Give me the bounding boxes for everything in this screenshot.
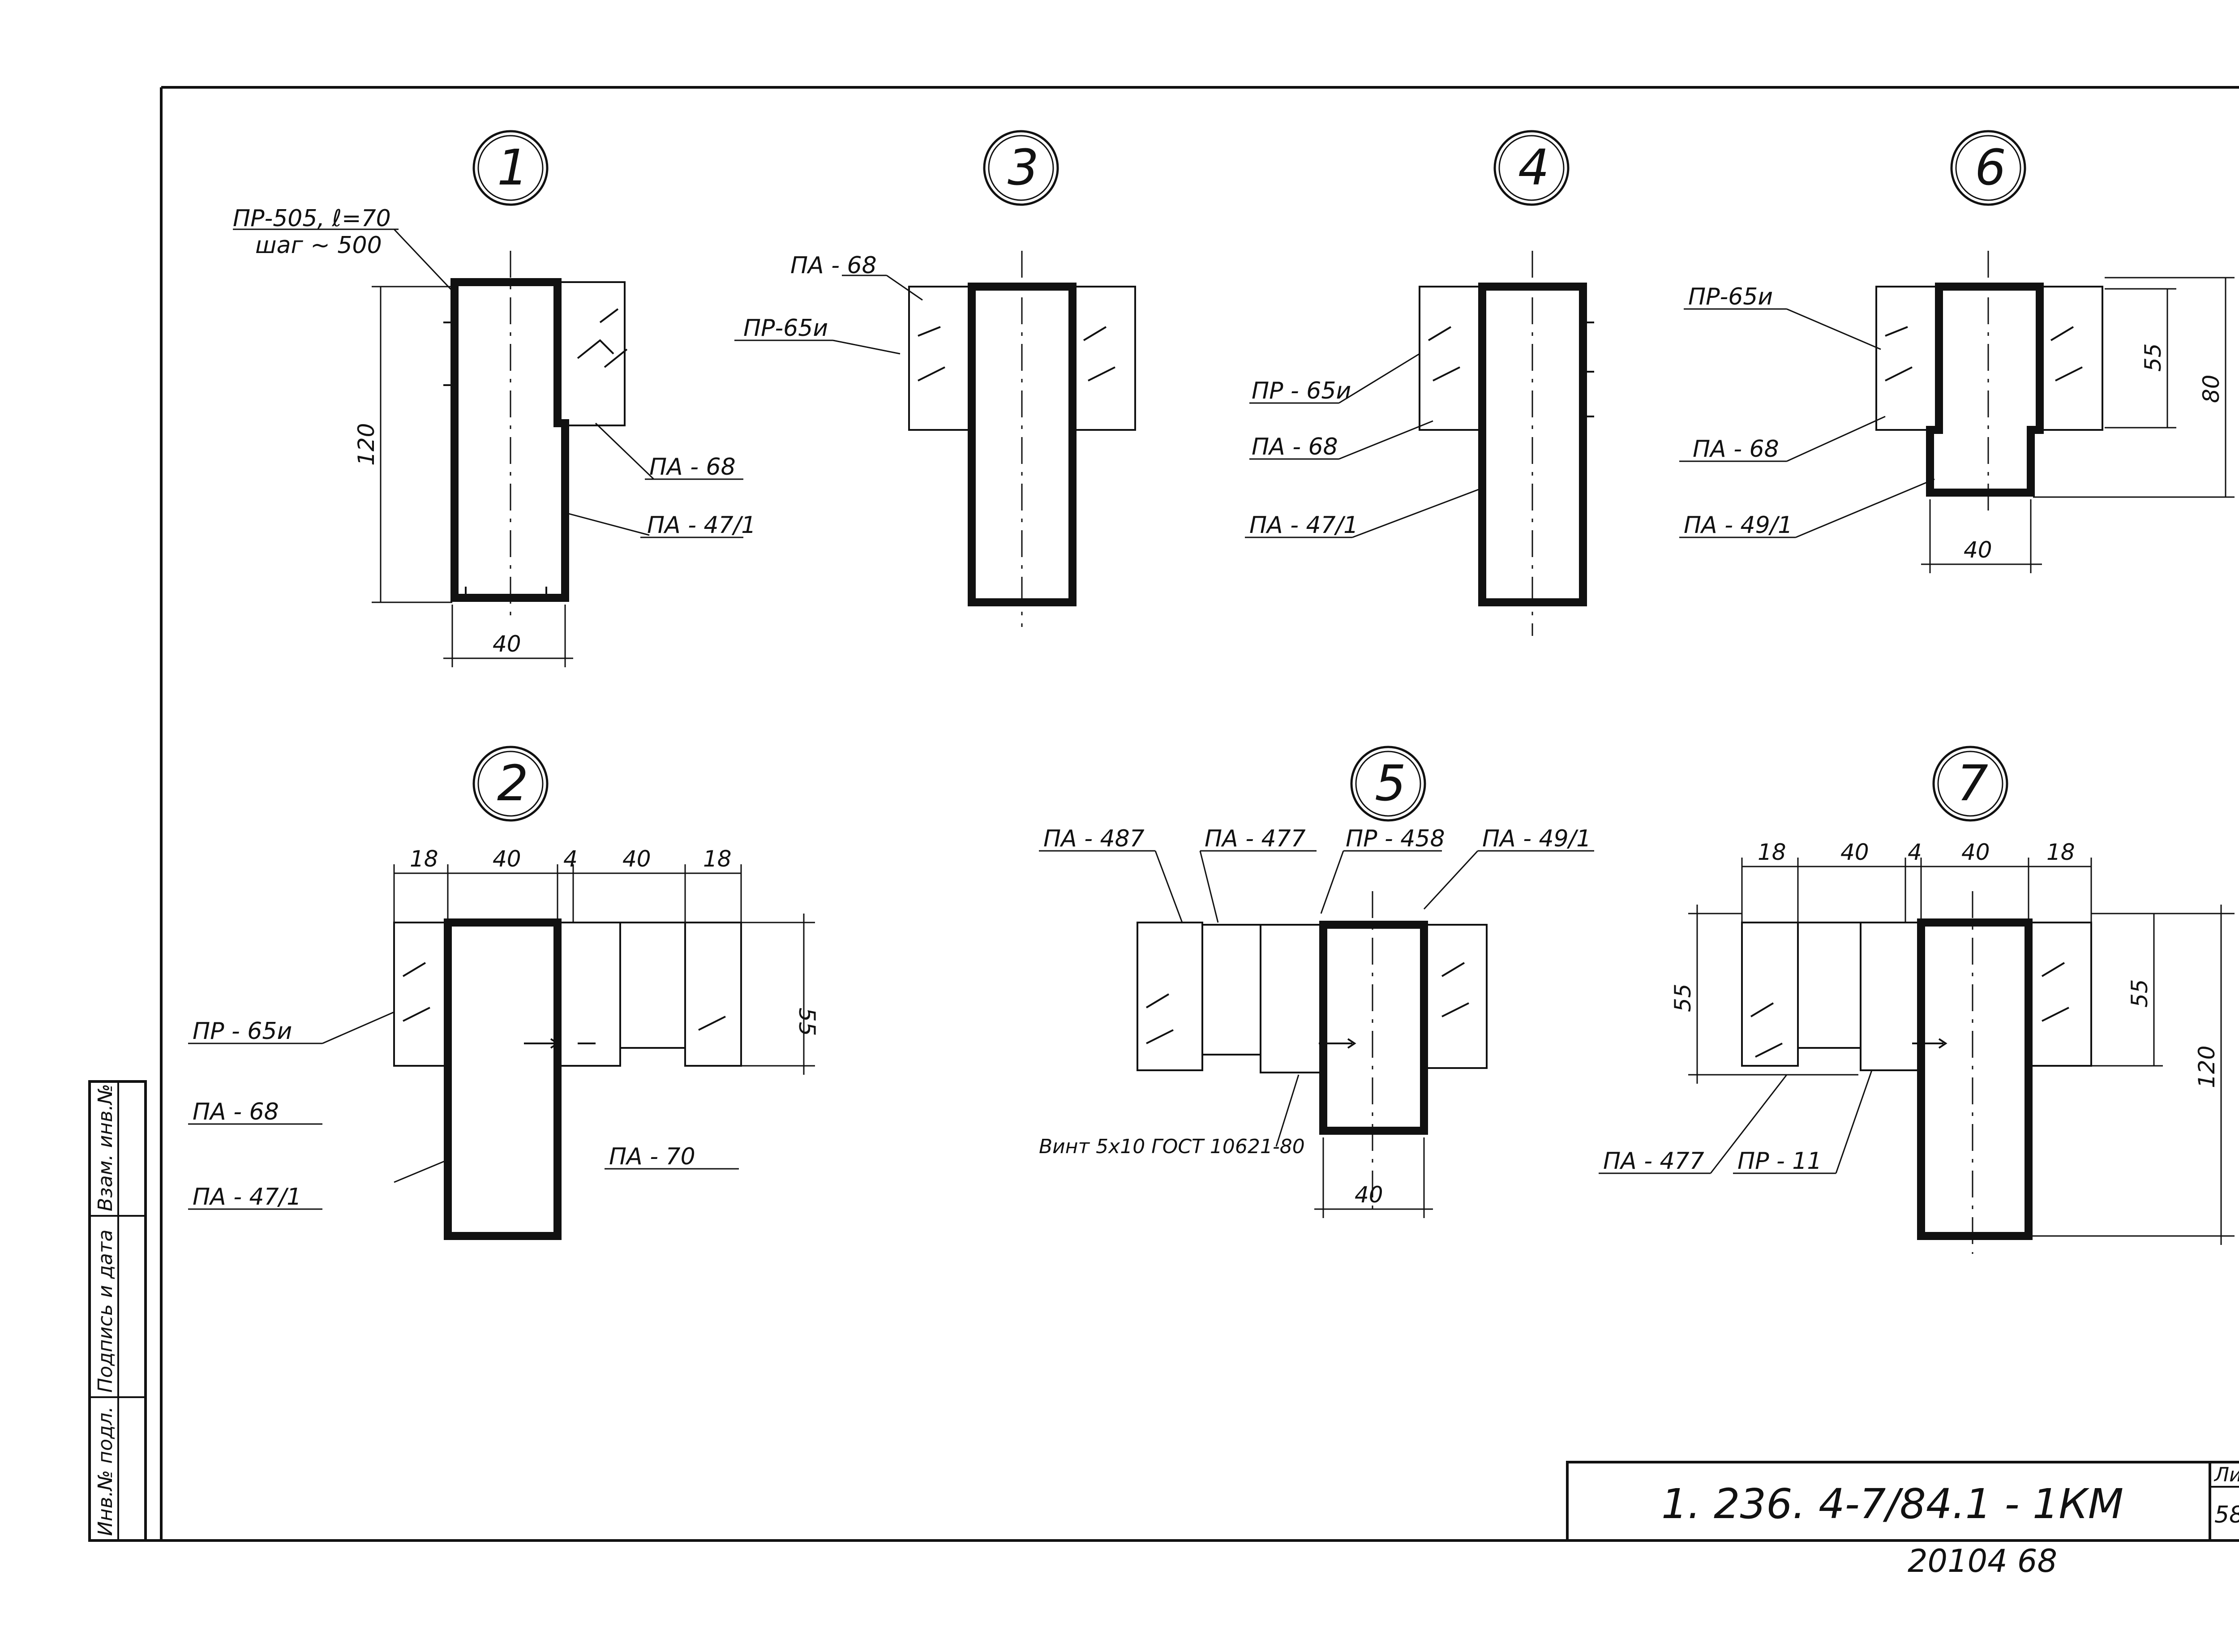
detail-2-number: 2 xyxy=(497,755,528,812)
label-pa47: ПА - 47/1 xyxy=(193,1184,301,1210)
dim-40: 40 xyxy=(493,631,521,657)
sheet-label: Лист xyxy=(2213,1463,2239,1486)
dim-55: 55 xyxy=(794,1008,820,1036)
dim-40b: 40 xyxy=(622,846,651,872)
label-pa49: ПА - 49/1 xyxy=(1684,512,1793,539)
sheet-frame xyxy=(90,86,2239,1542)
stamp-podpis: Подпись и дата xyxy=(94,1230,117,1393)
stamp-inv-podl: Инв.№ подл. xyxy=(94,1406,117,1536)
label-pa68: ПА - 68 xyxy=(1252,433,1338,460)
detail-3-number: 3 xyxy=(1008,139,1039,196)
drawing-code: 1. 236. 4-7/84.1 - 1КМ xyxy=(1661,1480,2123,1528)
detail-6-number: 6 xyxy=(1975,139,2006,196)
dim-120: 120 xyxy=(353,423,379,466)
dim-18a: 18 xyxy=(410,846,438,872)
post-profile xyxy=(1917,918,2033,1240)
dim-40a: 40 xyxy=(1840,839,1869,865)
dim-55: 55 xyxy=(2140,343,2166,372)
stamp-vzam: Взам. инв.№ xyxy=(94,1084,117,1211)
label-pr65: ПР - 65и xyxy=(193,1018,292,1045)
dim-18b: 18 xyxy=(703,846,732,872)
dim-80: 80 xyxy=(2198,374,2224,403)
detail-4: 4 ПР - 65и ПА - 68 ПА - 47/1 xyxy=(1245,130,1594,636)
dim-4: 4 xyxy=(563,846,578,872)
dim-4: 4 xyxy=(1908,839,1922,865)
post-profile xyxy=(444,918,562,1240)
label-pa487: ПА - 487 xyxy=(1043,825,1145,852)
label-pr11: ПР - 11 xyxy=(1737,1148,1822,1175)
note-step: шаг ~ 500 xyxy=(255,232,382,259)
label-pa47: ПА - 47/1 xyxy=(1249,512,1358,539)
detail-4-number: 4 xyxy=(1518,139,1549,196)
post-profile xyxy=(1926,283,2044,497)
detail-5: 5 ПА - 487 ПА - 477 ПР - 458 ПА - 49/1 В… xyxy=(1039,746,1594,1218)
dim-55-left: 55 xyxy=(1670,983,1696,1012)
label-pa70: ПА - 70 xyxy=(609,1143,695,1170)
label-pa47: ПА - 47/1 xyxy=(647,512,756,539)
note-pr505: ПР-505, ℓ=70 xyxy=(233,205,391,232)
dim-40: 40 xyxy=(1964,537,1992,563)
sheet-number: 58 xyxy=(2214,1502,2239,1528)
footer-number: 20104 68 xyxy=(1908,1543,2057,1579)
label-pr65: ПР-65и xyxy=(743,315,828,342)
label-pr65: ПР-65и xyxy=(1688,283,1773,310)
label-pa68: ПА - 68 xyxy=(193,1098,279,1125)
detail-2: 2 18 40 4 40 18 55 ПР - 65и ПА - 68 ПА -… xyxy=(188,746,820,1240)
detail-3: 3 ПА - 68 ПР-65и xyxy=(734,130,1136,627)
dim-55-right: 55 xyxy=(2127,979,2153,1008)
dim-120: 120 xyxy=(2194,1046,2220,1088)
detail-1-number: 1 xyxy=(497,139,528,196)
label-pa68: ПА - 68 xyxy=(790,252,877,279)
label-pa68: ПА - 68 xyxy=(649,454,736,481)
label-screw: Винт 5х10 ГОСТ 10621-80 xyxy=(1039,1135,1305,1158)
side-stamp: Инв.№ подл. Подпись и дата Взам. инв.№ xyxy=(88,1080,147,1542)
detail-7: 7 18 40 4 40 18 55 55 120 xyxy=(1599,746,2235,1254)
detail-6: 6 ПР-65и ПА - 68 ПА - 49/1 55 80 40 xyxy=(1679,130,2235,573)
title-block: 1. 236. 4-7/84.1 - 1КМ Лист 58 xyxy=(1566,1461,2239,1542)
dim-40: 40 xyxy=(1355,1182,1383,1208)
label-pr65: ПР - 65и xyxy=(1252,378,1351,404)
detail-1: 1 ПР-505, ℓ=70 шаг ~ 500 ПА - 68 ПА - 47… xyxy=(233,130,756,667)
label-pa49: ПА - 49/1 xyxy=(1482,825,1591,852)
label-pr458: ПР - 458 xyxy=(1346,825,1445,852)
label-pa477: ПА - 477 xyxy=(1603,1148,1704,1175)
glazing-bead-profile xyxy=(557,281,626,426)
dim-40a: 40 xyxy=(493,846,521,872)
label-pa68: ПА - 68 xyxy=(1693,436,1779,463)
detail-7-number: 7 xyxy=(1957,755,1988,812)
dim-18a: 18 xyxy=(1758,839,1786,865)
dim-18b: 18 xyxy=(2046,839,2075,865)
label-pa477: ПА - 477 xyxy=(1205,825,1306,852)
post-profile xyxy=(1319,921,1428,1135)
detail-5-number: 5 xyxy=(1375,755,1406,812)
dim-40b: 40 xyxy=(1961,839,1990,865)
